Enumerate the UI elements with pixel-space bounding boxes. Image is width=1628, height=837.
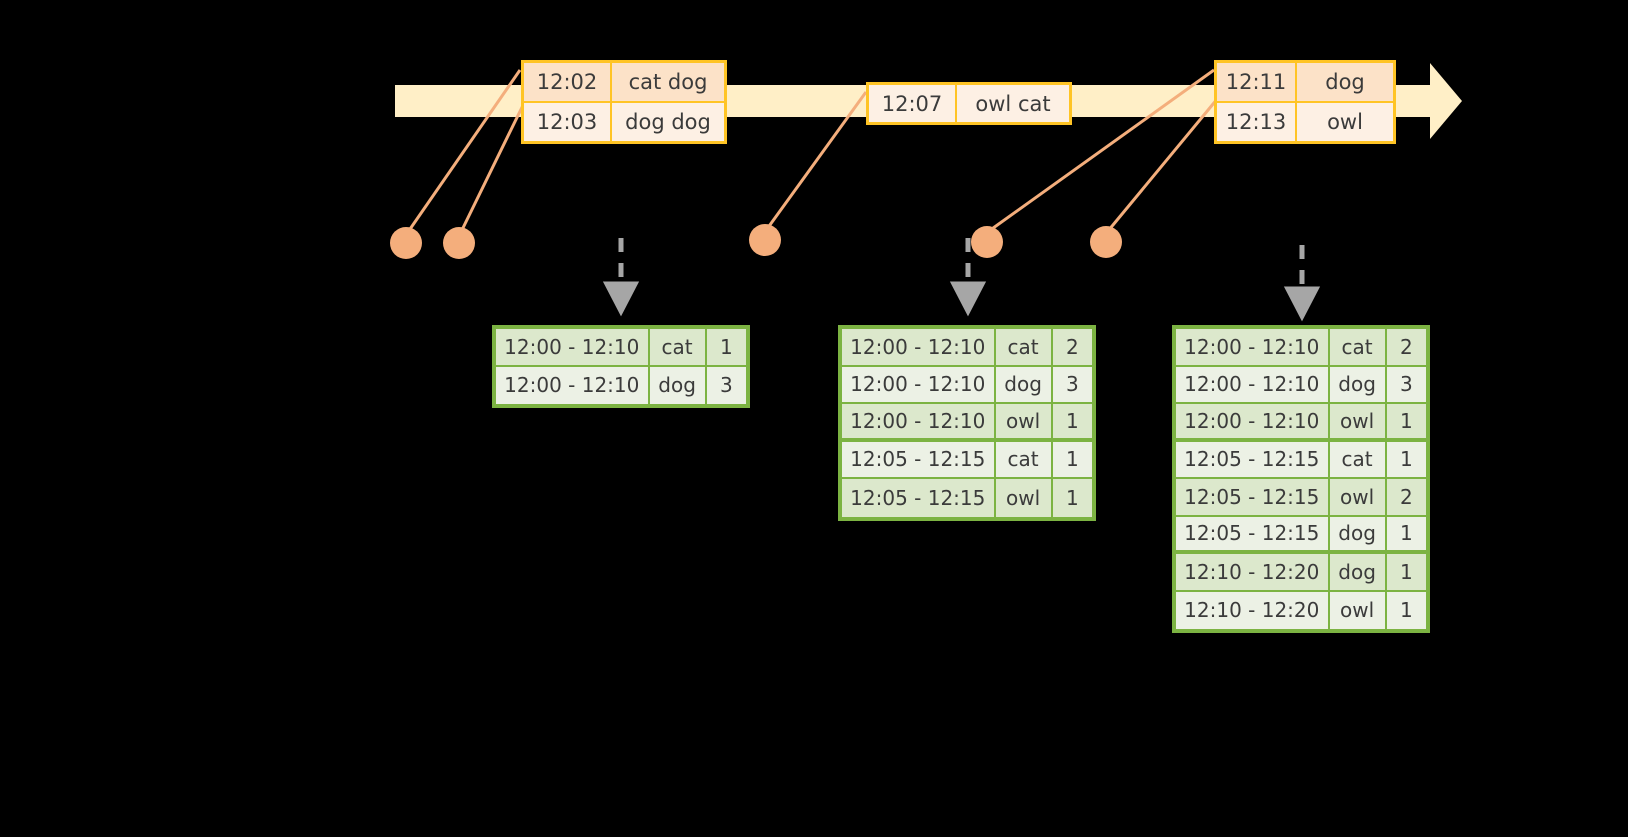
event-time: 12:02 <box>524 63 612 101</box>
table-cell-count: 2 <box>1052 329 1092 367</box>
table-cell-window: 12:00 - 12:10 <box>1176 366 1330 404</box>
table-cell-window: 12:00 - 12:10 <box>842 366 996 404</box>
table-cell-count: 1 <box>1386 516 1426 550</box>
event-time: 12:03 <box>524 103 612 141</box>
table-cell-count: 3 <box>1386 366 1426 404</box>
table-cell-count: 1 <box>1052 441 1092 479</box>
table-cell-word: owl <box>1329 404 1387 438</box>
table-cell-word: cat <box>649 329 707 367</box>
table-cell-word: owl <box>995 404 1053 438</box>
dashed-arrow-1 <box>602 238 640 317</box>
table-cell-count: 2 <box>1386 479 1426 517</box>
event-group-3[interactable]: 12:11 dog 12:13 owl <box>1214 60 1396 144</box>
table-cell-count: 1 <box>1052 479 1092 517</box>
event-group-1[interactable]: 12:02 cat dog 12:03 dog dog <box>521 60 727 144</box>
event-row[interactable]: 12:07 owl cat <box>869 85 1069 122</box>
event-dot-3 <box>749 224 781 256</box>
table-cell-count: 1 <box>1052 404 1092 438</box>
table-cell-count: 2 <box>1386 329 1426 367</box>
table-cell-count: 1 <box>1386 441 1426 479</box>
event-words: cat dog <box>612 63 724 101</box>
table-cell-word: cat <box>995 329 1053 367</box>
event-time: 12:11 <box>1217 63 1297 101</box>
table-cell-window: 12:05 - 12:15 <box>1176 479 1330 517</box>
connector-line-3 <box>765 91 868 230</box>
table-cell-window: 12:10 - 12:20 <box>1176 554 1330 592</box>
event-dot-2 <box>443 227 475 259</box>
table-cell-window: 12:00 - 12:10 <box>1176 329 1330 367</box>
table-cell-count: 1 <box>1386 554 1426 592</box>
event-dots <box>390 224 1122 259</box>
table-cell-window: 12:05 - 12:15 <box>842 441 996 479</box>
table-cell-word: dog <box>1329 554 1387 592</box>
table-cell-window: 12:05 - 12:15 <box>842 479 996 517</box>
event-dot-5 <box>1090 226 1122 258</box>
dashed-arrow-2 <box>949 238 987 317</box>
connector-line-1 <box>406 69 522 233</box>
table-cell-word: dog <box>649 366 707 404</box>
event-row[interactable]: 12:03 dog dog <box>524 101 724 141</box>
event-words: dog dog <box>612 103 724 141</box>
table-cell-count: 1 <box>706 329 746 367</box>
table-cell-word: dog <box>1329 516 1387 550</box>
event-time: 12:13 <box>1217 103 1297 141</box>
table-cell-window: 12:00 - 12:10 <box>1176 404 1330 438</box>
event-row[interactable]: 12:13 owl <box>1217 101 1393 141</box>
table-cell-count: 1 <box>1386 404 1426 438</box>
event-words: owl cat <box>957 85 1069 122</box>
table-cell-count: 3 <box>1052 366 1092 404</box>
table-cell-window: 12:00 - 12:10 <box>842 329 996 367</box>
dashed-arrow-3 <box>1283 245 1321 322</box>
event-words: dog <box>1297 63 1393 101</box>
table-cell-window: 12:00 - 12:10 <box>496 366 650 404</box>
table-cell-window: 12:05 - 12:15 <box>1176 516 1330 550</box>
table-cell-window: 12:05 - 12:15 <box>1176 441 1330 479</box>
connector-line-5 <box>1106 97 1220 232</box>
table-cell-word: cat <box>995 441 1053 479</box>
event-row[interactable]: 12:11 dog <box>1217 63 1393 101</box>
table-cell-window: 12:00 - 12:10 <box>842 404 996 438</box>
table-cell-word: cat <box>1329 329 1387 367</box>
event-dot-1 <box>390 227 422 259</box>
table-cell-count: 1 <box>1386 591 1426 629</box>
table-cell-word: cat <box>1329 441 1387 479</box>
table-cell-word: owl <box>1329 591 1387 629</box>
event-row[interactable]: 12:02 cat dog <box>524 63 724 101</box>
table-cell-window: 12:10 - 12:20 <box>1176 591 1330 629</box>
event-words: owl <box>1297 103 1393 141</box>
connector-line-2 <box>459 94 530 233</box>
event-dot-4 <box>971 226 1003 258</box>
table-cell-word: owl <box>995 479 1053 517</box>
table-cell-window: 12:00 - 12:10 <box>496 329 650 367</box>
event-time: 12:07 <box>869 85 957 122</box>
dashed-arrows <box>602 238 1321 322</box>
table-cell-word: owl <box>1329 479 1387 517</box>
table-cell-word: dog <box>995 366 1053 404</box>
table-cell-count: 3 <box>706 366 746 404</box>
event-group-2[interactable]: 12:07 owl cat <box>866 82 1072 125</box>
table-cell-word: dog <box>1329 366 1387 404</box>
